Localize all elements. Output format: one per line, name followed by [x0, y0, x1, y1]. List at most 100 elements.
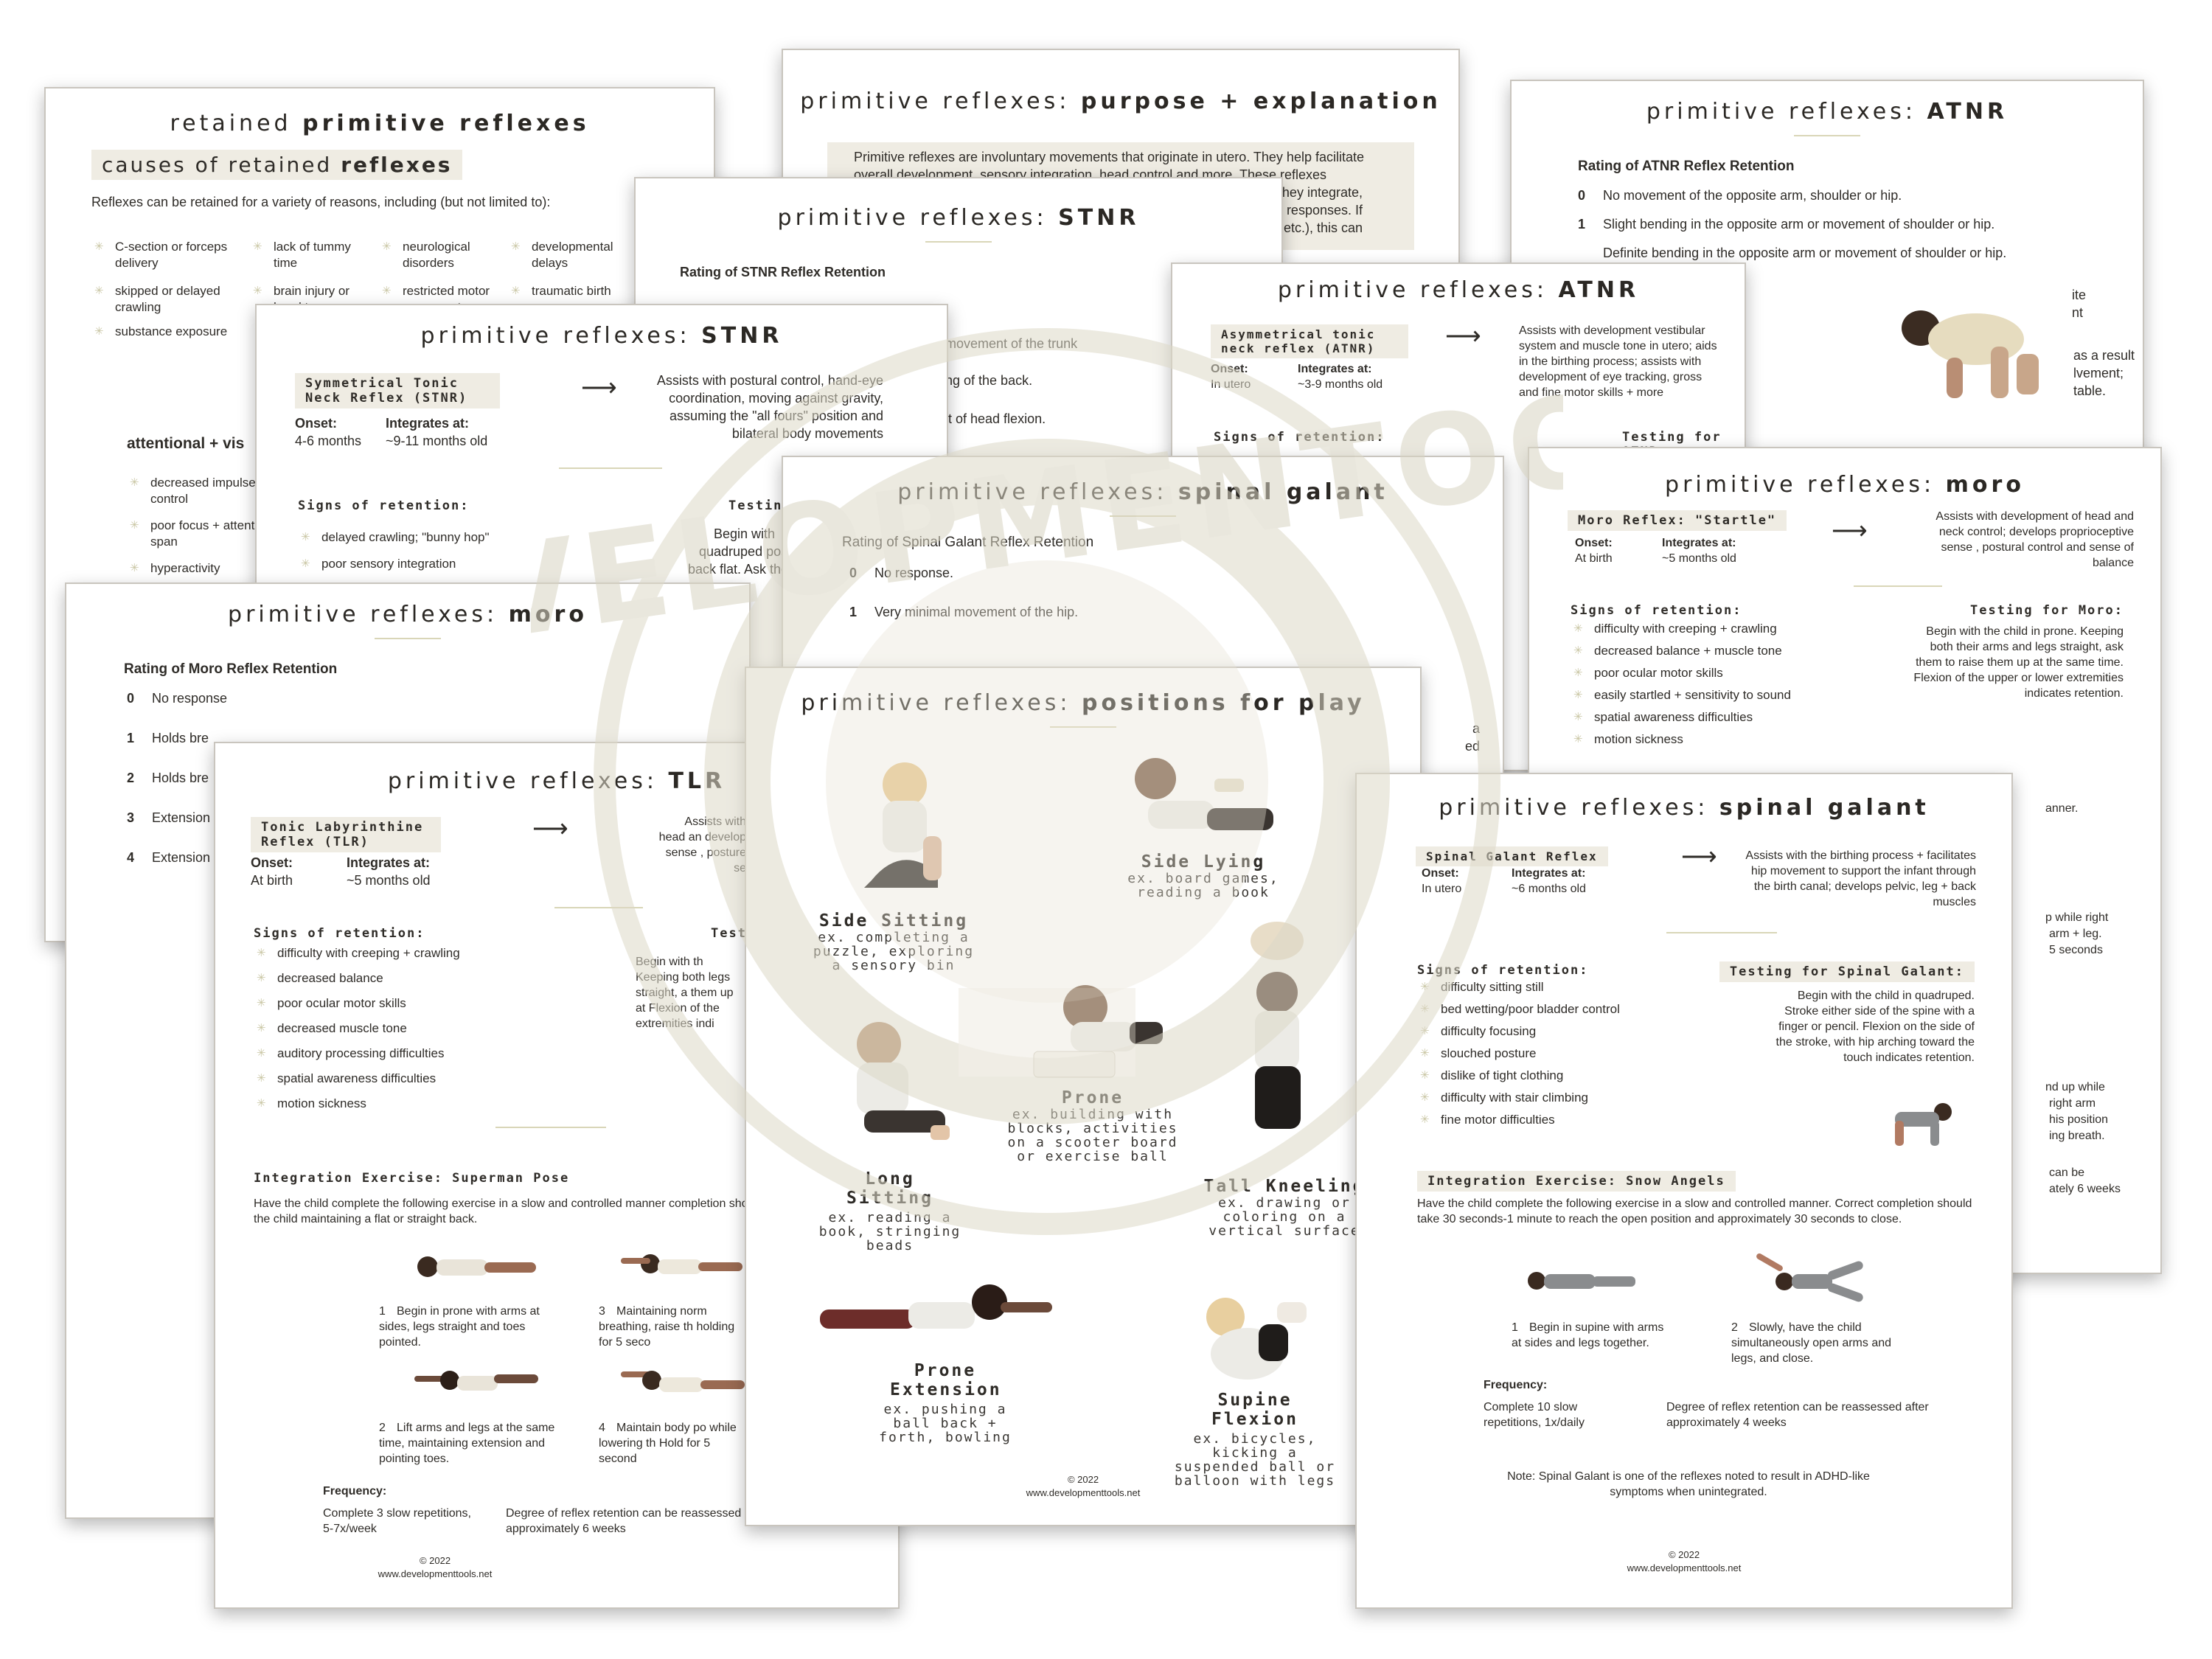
cause-item: substance exposure — [91, 324, 292, 340]
divider — [1666, 932, 1777, 933]
moro-fragment: anner. — [2045, 802, 2079, 815]
divider — [554, 907, 643, 908]
attentional-heading: attentional + vis — [127, 435, 245, 452]
sign-item: dislike of tight clothing — [1417, 1068, 1712, 1084]
cause-item: neurological disorders — [379, 239, 513, 271]
attentional-list: decreased impulse control poor focus + a… — [127, 465, 282, 587]
sign-item: difficulty sitting still — [1417, 979, 1712, 995]
sheet-title: primitive reflexes: spinal galant — [897, 479, 1388, 505]
frequency-label: Frequency: — [1484, 1379, 1548, 1391]
signs-heading: Signs of retention: — [254, 926, 425, 941]
prone-figure — [1033, 985, 1163, 1078]
title-underline — [1050, 726, 1116, 728]
stnr-fragment: movement of the trunk — [945, 336, 1078, 351]
superman-lower-figure — [621, 1371, 745, 1392]
sign-item: easily startled + sensitivity to sound — [1571, 687, 1865, 703]
cause-item: skipped or delayed crawling — [91, 283, 240, 316]
reflex-name: Symmetrical Tonic Neck Reflex (STNR) — [295, 373, 500, 408]
sheet-positions-for-play: primitive reflexes: positions for play S… — [745, 667, 1422, 1526]
snow-angel-open-figure — [1756, 1253, 1863, 1302]
arrow-icon: ⟶ — [1445, 322, 1481, 350]
testing-fragment: quadruped pos — [699, 544, 788, 559]
title-underline — [925, 241, 992, 243]
arrow-icon: ⟶ — [532, 815, 568, 843]
atnr-fragment: as a result — [2073, 348, 2135, 363]
cause-item: traumatic birth — [508, 283, 650, 299]
sign-item: poor ocular motor skills — [1571, 665, 1865, 681]
signs-heading: Signs of retention: — [1214, 430, 1385, 445]
testing-heading: Testin — [728, 498, 783, 513]
divider — [1854, 585, 1942, 587]
side-lying-figure — [1135, 758, 1273, 830]
causes-intro: Reflexes can be retained for a variety o… — [91, 195, 551, 209]
arrow-icon: ⟶ — [581, 374, 617, 402]
sign-item: motion sickness — [254, 1096, 549, 1112]
testing-fragment: Begin with — [714, 526, 776, 541]
snow-angel-closed-figure — [1528, 1272, 1635, 1290]
sign-item: decreased balance + muscle tone — [1571, 643, 1865, 659]
cause-item: C-section or forceps delivery — [91, 239, 240, 271]
superman-start-figure — [417, 1256, 536, 1277]
reflex-purpose: Assists with head an develop sense , pos… — [658, 815, 746, 874]
causes-heading: causes of retained reflexes — [91, 150, 714, 180]
sign-item: difficulty with stair climbing — [1417, 1090, 1712, 1106]
sheet-title: primitive reflexes: STNR — [420, 323, 783, 349]
cause-item: developmental delays — [508, 239, 650, 271]
signs-list: difficulty with creeping + crawling decr… — [254, 936, 549, 1121]
sheet-title: retained primitive reflexes — [170, 111, 590, 136]
sheet-title: primitive reflexes: spinal galant — [1439, 795, 1930, 821]
frequency-text: Complete 10 slow repetitions, 1x/daily — [1484, 1401, 1585, 1429]
moro-fragment: 5 seconds — [2049, 944, 2103, 956]
sign-item: difficulty with creeping + crawling — [1571, 621, 1865, 637]
moro-fragment: his position — [2049, 1113, 2109, 1126]
signs-heading: Signs of retention: — [1571, 603, 1742, 618]
moro-fragment: nd up while — [2045, 1081, 2105, 1093]
attentional-item: decreased impulse control — [127, 475, 282, 507]
sign-item: difficulty with creeping + crawling — [254, 945, 549, 961]
stnr-fragment: ng of the back. — [945, 373, 1033, 388]
spinal-fragment: ed — [1465, 739, 1481, 754]
sign-item: spatial awareness difficulties — [254, 1071, 549, 1087]
moro-fragment: ately 6 weeks — [2049, 1183, 2121, 1195]
sign-item: slouched posture — [1417, 1046, 1712, 1062]
spinal-rating-heading: Rating of Spinal Galant Reflex Retention — [842, 535, 1094, 550]
child-crawling-figure — [1902, 310, 2039, 398]
testing-text: Begin with the child in prone. Keeping b… — [1913, 625, 2124, 700]
exercise-text: Have the child complete the following ex… — [1417, 1197, 1972, 1225]
exercise-heading: Integration Exercise: Superman Pose — [254, 1171, 570, 1186]
moro-fragment: p while right — [2045, 911, 2109, 924]
exercise-text: Have the child complete the following ex… — [254, 1197, 793, 1225]
reassess-text: Degree of reflex retention can be reasse… — [1666, 1401, 1929, 1429]
moro-fragment: arm + leg. — [2049, 928, 2102, 940]
stnr-rating-heading: Rating of STNR Reflex Retention — [680, 265, 886, 279]
integrates: Integrates at:~9-11 months old — [386, 416, 488, 448]
atnr-fragment: nt — [2072, 305, 2084, 320]
sign-item: decreased muscle tone — [254, 1020, 549, 1037]
spinal-fragment: a — [1472, 721, 1481, 736]
integrates: Integrates at:~5 months old — [1662, 537, 1736, 565]
reflex-name: Spinal Galant Reflex — [1416, 846, 1608, 866]
attentional-item: poor focus + attention span — [127, 518, 282, 550]
sign-item: spatial awareness difficulties — [1571, 709, 1865, 726]
testing-heading: Testing for Moro: — [1970, 603, 2124, 618]
integrates: Integrates at:~3-9 months old — [1298, 363, 1383, 391]
signs-list: difficulty with creeping + crawling decr… — [1571, 615, 1865, 754]
atnr-rating-heading: Rating of ATNR Reflex Retention — [1578, 159, 1795, 174]
cause-item: lack of tummy time — [250, 239, 377, 271]
moro-rating-heading: Rating of Moro Reflex Retention — [124, 661, 338, 677]
